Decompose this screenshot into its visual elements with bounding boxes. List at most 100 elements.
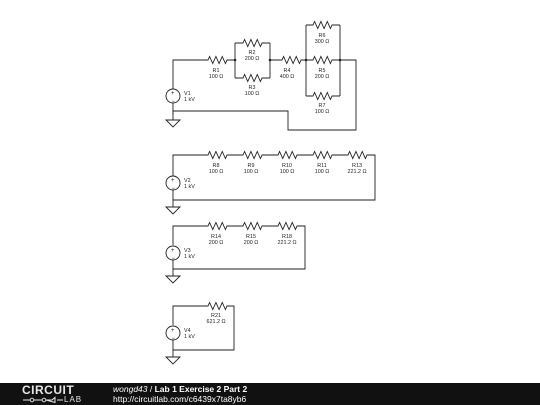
junction-dot (338, 58, 342, 62)
resistor-name: R2 (249, 50, 256, 56)
minus-sign: − (172, 256, 176, 262)
ground-symbol (164, 350, 182, 365)
ground-symbol (164, 111, 182, 128)
resistor-value: 400 Ω (280, 74, 295, 80)
source-name: V2 (184, 178, 191, 184)
ground-symbol (164, 200, 182, 215)
minus-sign: − (172, 336, 176, 342)
resistor-symbol (240, 221, 265, 231)
source-value: 1 kV (184, 334, 195, 340)
resistor-symbol (310, 55, 335, 65)
resistor-symbol (240, 150, 265, 160)
resistor-value: 100 Ω (315, 109, 330, 115)
resistor-value: 621.2 Ω (206, 319, 225, 325)
plus-sign: + (171, 91, 175, 97)
resistor-value: 200 Ω (244, 240, 259, 246)
logo-text-circuit: CIRCUIT (22, 383, 75, 397)
junction-dot (304, 58, 308, 62)
plus-sign: + (171, 178, 175, 184)
resistor-symbol (275, 150, 300, 160)
circuit-url[interactable]: http://circuitlab.com/c6439x7ta8yb6 (113, 394, 247, 404)
source-value: 1 kV (184, 184, 195, 190)
resistor-value: 200 Ω (315, 74, 330, 80)
author-name[interactable]: wongd43 (113, 384, 148, 394)
resistor-value: 100 Ω (209, 169, 224, 175)
source-value: 1 kV (184, 254, 195, 260)
circuitlab-logo[interactable]: CIRCUIT LAB (22, 383, 92, 405)
resistor-symbol (310, 150, 335, 160)
resistor-value: 100 Ω (315, 169, 330, 175)
wire (172, 154, 376, 201)
wire (172, 225, 306, 270)
voltage-source-v3[interactable]: + − V3 1 kV (165, 245, 195, 262)
resistor-value: 100 Ω (244, 169, 259, 175)
source-symbol (165, 245, 181, 261)
plus-sign: + (171, 328, 175, 334)
resistor-name: R5 (319, 68, 326, 74)
resistor-name: R7 (319, 103, 326, 109)
voltage-source-v4[interactable]: + − V4 1 kV (165, 325, 195, 342)
wire (172, 305, 235, 351)
resistor-value: 300 Ω (315, 39, 330, 45)
resistor-name: R15 (246, 234, 256, 240)
resistor-symbol (205, 301, 230, 311)
minus-sign: − (172, 186, 176, 192)
ground-symbol (164, 269, 182, 284)
resistor-name: R13 (352, 163, 362, 169)
resistor-symbol (205, 150, 230, 160)
source-name: V4 (184, 328, 191, 334)
voltage-source-v1[interactable]: + − V1 1 kV (165, 88, 195, 111)
source-name: V3 (184, 248, 191, 254)
logo-text-lab: LAB (64, 395, 83, 404)
resistor-name: R11 (317, 163, 327, 169)
resistor-symbol (240, 73, 265, 83)
circuit-title: Lab 1 Exercise 2 Part 2 (154, 384, 248, 394)
resistor-symbol (345, 150, 370, 160)
circuit-2: + − V2 1 kV (164, 154, 376, 215)
resistor-name: R4 (284, 68, 291, 74)
resistor-value: 200 Ω (209, 240, 224, 246)
resistor-value: 221.2 Ω (347, 169, 366, 175)
resistor-name: R6 (319, 33, 326, 39)
resistor-symbol (279, 55, 304, 65)
circuit-3: + − V3 1 kV (164, 225, 306, 284)
schematic-canvas: + − V1 1 kV + − V2 1 kV + − V3 1 kV (164, 20, 376, 365)
circuit-4: + − V4 1 kV (164, 305, 235, 365)
junction-dot (233, 58, 237, 62)
logo-circuit-glyph-icon (23, 396, 63, 404)
resistor-symbol (310, 20, 335, 30)
source-symbol (165, 175, 181, 191)
resistor-symbol (310, 91, 335, 101)
resistor-value: 100 Ω (280, 169, 295, 175)
voltage-source-v2[interactable]: + − V2 1 kV (165, 175, 195, 192)
resistor-name: R18 (282, 234, 292, 240)
resistor-value: 100 Ω (245, 91, 260, 97)
resistor-symbol (275, 221, 300, 231)
resistor-name: R9 (248, 163, 255, 169)
resistor-symbol (205, 221, 230, 231)
minus-sign: − (172, 99, 176, 105)
source-value: 1 kV (184, 97, 195, 103)
resistor-name: R14 (211, 234, 221, 240)
source-symbol (165, 325, 181, 341)
circuit-1: + − V1 1 kV (164, 24, 357, 131)
resistor-symbol (240, 38, 265, 48)
resistor-name: R21 (211, 313, 221, 319)
